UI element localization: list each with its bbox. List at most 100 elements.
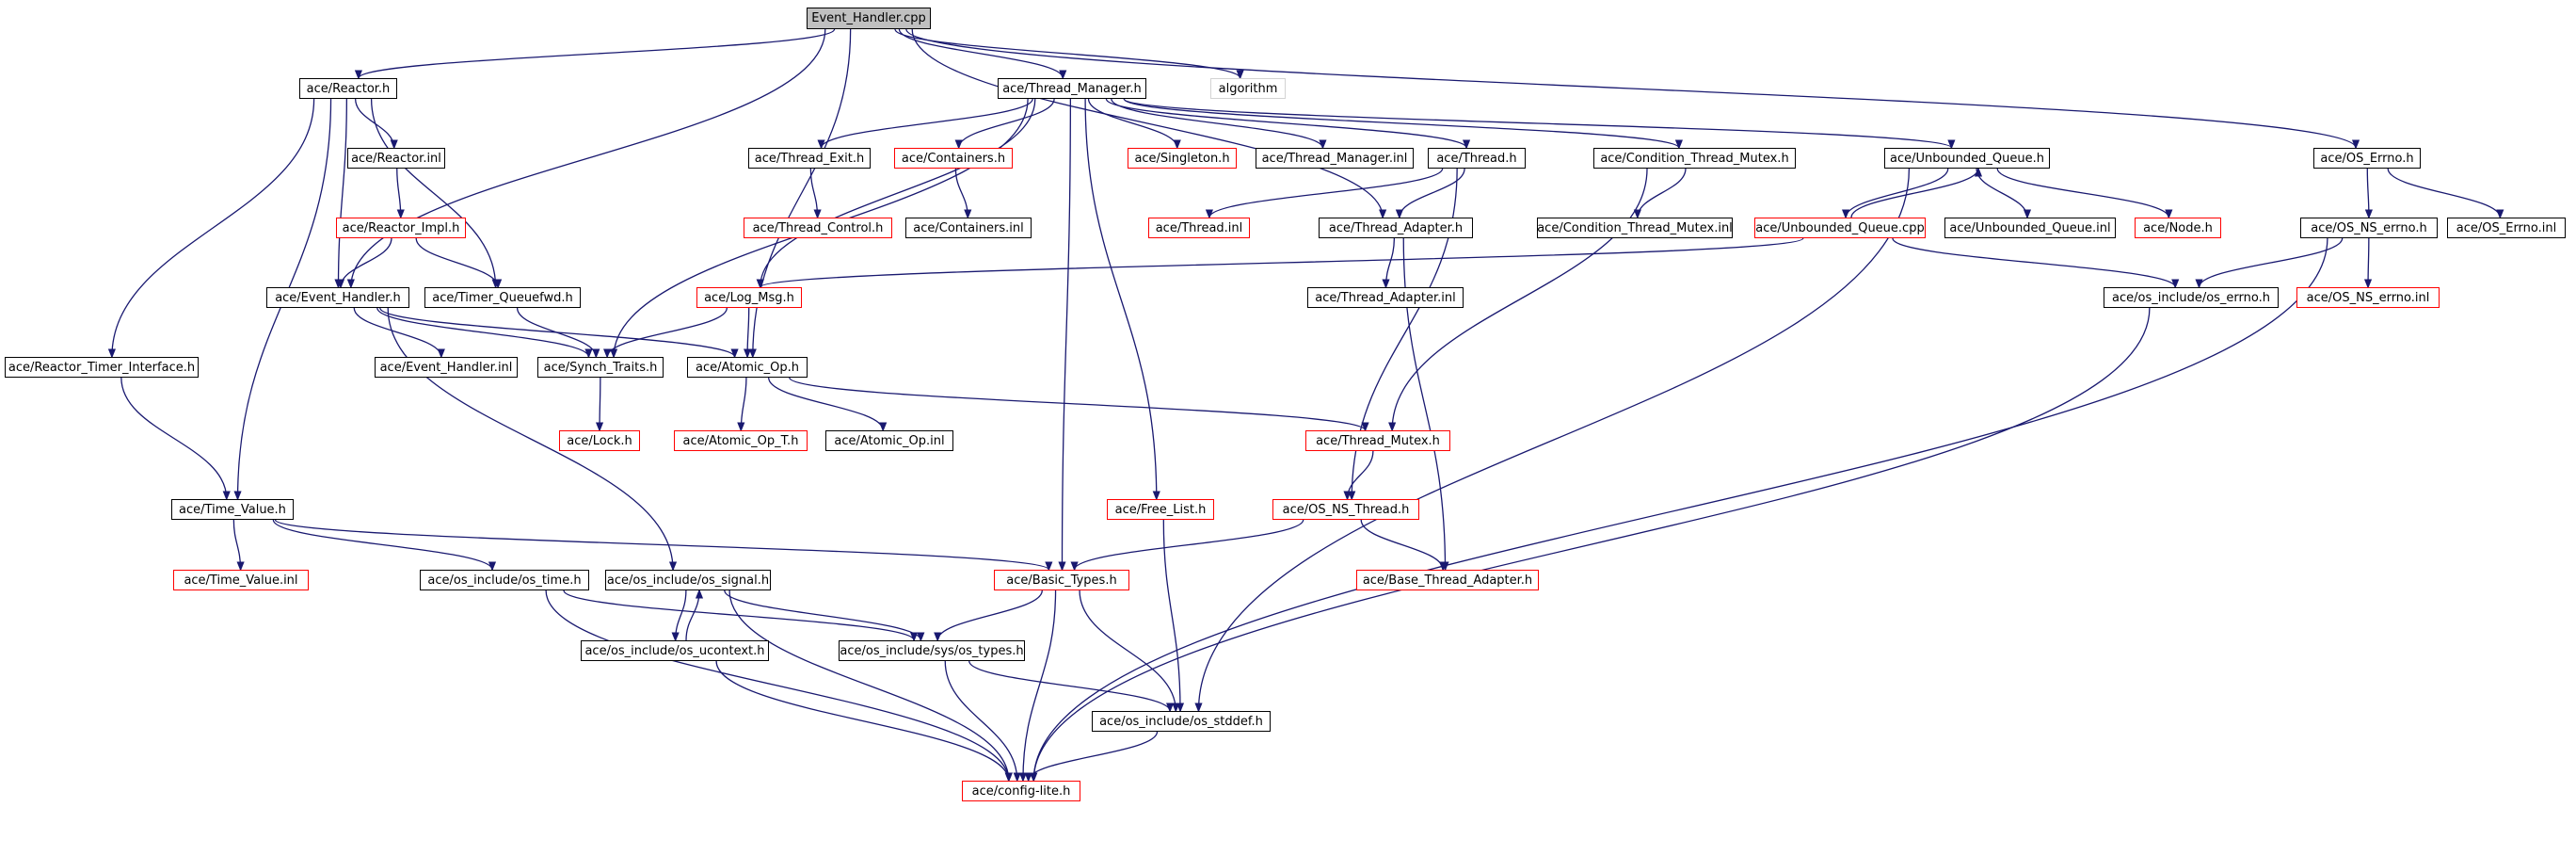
node-containers-inl[interactable]: ace/Containers.inl <box>905 218 1032 238</box>
edge-reactor-impl-h-to-event-handler-h <box>341 237 392 287</box>
node-thread-exit-h[interactable]: ace/Thread_Exit.h <box>748 148 871 169</box>
node-atomic-op-h[interactable]: ace/Atomic_Op.h <box>687 357 808 378</box>
edge-os-ns-errno-h-to-config-lite-h <box>1033 237 2328 781</box>
node-thread-manager-h[interactable]: ace/Thread_Manager.h <box>998 78 1146 99</box>
edge-os-include-os-stddef-h-to-config-lite-h <box>1029 731 1159 781</box>
edge-unbounded-queue-h-to-unbounded-queue-inl <box>1976 168 2027 218</box>
edge-unbounded-queue-h-to-node-h <box>1996 168 2168 218</box>
node-thread-inl[interactable]: ace/Thread.inl <box>1148 218 1250 238</box>
node-timer-queuefwd-h[interactable]: ace/Timer_Queuefwd.h <box>424 287 581 308</box>
node-thread-control-h[interactable]: ace/Thread_Control.h <box>744 218 892 238</box>
edge-event-handler-cpp-to-reactor-h <box>359 28 836 79</box>
node-condition-thread-mutex-h[interactable]: ace/Condition_Thread_Mutex.h <box>1593 148 1796 169</box>
node-time-value-inl[interactable]: ace/Time_Value.inl <box>173 570 309 590</box>
edge-atomic-op-h-to-atomic-op-inl <box>768 377 884 430</box>
node-event-handler-inl[interactable]: ace/Event_Handler.inl <box>375 357 518 378</box>
node-event-handler-h[interactable]: ace/Event_Handler.h <box>266 287 409 308</box>
node-os-include-os-time-h[interactable]: ace/os_include/os_time.h <box>420 570 589 590</box>
edge-reactor-h-to-reactor-timer-interface-h <box>112 98 315 357</box>
node-os-ns-errno-inl[interactable]: ace/OS_NS_errno.inl <box>2296 287 2440 308</box>
node-thread-h[interactable]: ace/Thread.h <box>1428 148 1526 169</box>
node-os-include-os-stddef-h[interactable]: ace/os_include/os_stddef.h <box>1092 711 1271 732</box>
edge-thread-manager-h-to-condition-thread-mutex-h <box>1123 98 1679 149</box>
edge-thread-manager-h-to-basic-types-h <box>1062 98 1071 570</box>
edge-basic-types-h-to-os-include-os-stddef-h <box>1079 590 1176 711</box>
node-unbounded-queue-inl[interactable]: ace/Unbounded_Queue.inl <box>1944 218 2116 238</box>
node-os-ns-errno-h[interactable]: ace/OS_NS_errno.h <box>2300 218 2438 238</box>
node-condition-thread-mutex-inl[interactable]: ace/Condition_Thread_Mutex.inl <box>1537 218 1733 238</box>
node-reactor-h[interactable]: ace/Reactor.h <box>299 78 397 99</box>
node-event-handler-cpp[interactable]: Event_Handler.cpp <box>807 8 931 29</box>
edge-thread-manager-h-to-singleton-h <box>1087 98 1177 148</box>
edge-thread-manager-h-to-thread-h <box>1105 98 1466 149</box>
node-reactor-impl-h[interactable]: ace/Reactor_Impl.h <box>336 218 466 238</box>
edge-os-include-os-signal-h-to-config-lite-h <box>728 590 1009 781</box>
edge-event-handler-h-to-os-include-os-signal-h <box>387 307 673 570</box>
edge-basic-types-h-to-os-include-sys-os-types-h <box>937 590 1043 640</box>
edge-thread-manager-h-to-unbounded-queue-h <box>1123 98 1951 148</box>
edge-reactor-h-to-event-handler-h <box>338 98 347 287</box>
edge-thread-exit-h-to-thread-control-h <box>809 168 817 218</box>
edge-atomic-op-h-to-atomic-op-t-h <box>741 377 747 430</box>
edge-thread-manager-h-to-thread-exit-h <box>822 98 1033 148</box>
node-os-errno-h[interactable]: ace/OS_Errno.h <box>2313 148 2421 169</box>
node-thread-adapter-h[interactable]: ace/Thread_Adapter.h <box>1319 218 1473 238</box>
edge-os-ns-thread-h-to-basic-types-h <box>1075 519 1304 570</box>
edge-time-value-h-to-basic-types-h <box>274 519 1049 570</box>
edge-reactor-impl-h-to-timer-queuefwd-h <box>415 237 498 287</box>
edge-thread-h-to-thread-inl <box>1209 168 1444 218</box>
edge-thread-manager-h-to-free-list-h <box>1084 98 1157 499</box>
edge-unbounded-queue-cpp-to-unbounded-queue-h <box>1850 169 1978 218</box>
edge-atomic-op-h-to-thread-mutex-h <box>789 377 1366 431</box>
edge-reactor-h-to-timer-queuefwd-h <box>370 98 496 287</box>
node-singleton-h[interactable]: ace/Singleton.h <box>1128 148 1237 169</box>
edge-free-list-h-to-os-include-os-stddef-h <box>1162 519 1180 711</box>
node-config-lite-h[interactable]: ace/config-lite.h <box>962 781 1080 801</box>
node-log-msg-h[interactable]: ace/Log_Msg.h <box>696 287 802 308</box>
edge-os-ns-thread-h-to-base-thread-adapter-h <box>1360 519 1443 570</box>
node-base-thread-adapter-h[interactable]: ace/Base_Thread_Adapter.h <box>1356 570 1539 590</box>
edge-event-handler-cpp-to-algorithm <box>894 28 1240 78</box>
node-unbounded-queue-h[interactable]: ace/Unbounded_Queue.h <box>1884 148 2050 169</box>
edge-event-handler-cpp-to-thread-manager-h <box>898 28 1063 78</box>
node-basic-types-h[interactable]: ace/Basic_Types.h <box>994 570 1129 590</box>
node-unbounded-queue-cpp[interactable]: ace/Unbounded_Queue.cpp <box>1754 218 1926 238</box>
node-os-errno-inl[interactable]: ace/OS_Errno.inl <box>2447 218 2566 238</box>
node-thread-manager-inl[interactable]: ace/Thread_Manager.inl <box>1256 148 1414 169</box>
node-thread-adapter-inl[interactable]: ace/Thread_Adapter.inl <box>1307 287 1464 308</box>
edge-event-handler-cpp-to-thread-adapter-h <box>911 28 1383 218</box>
node-atomic-op-t-h[interactable]: ace/Atomic_Op_T.h <box>674 430 808 451</box>
edge-reactor-timer-interface-h-to-time-value-h <box>120 377 227 499</box>
edge-os-include-sys-os-types-h-to-os-include-os-stddef-h <box>968 660 1170 711</box>
node-thread-mutex-h[interactable]: ace/Thread_Mutex.h <box>1305 430 1450 451</box>
node-free-list-h[interactable]: ace/Free_List.h <box>1107 499 1214 520</box>
edge-event-handler-h-to-synch-traits-h <box>376 307 589 357</box>
node-algorithm[interactable]: algorithm <box>1210 78 1286 99</box>
edge-unbounded-queue-cpp-to-log-msg-h <box>760 237 1804 287</box>
node-node-h[interactable]: ace/Node.h <box>2135 218 2221 238</box>
edge-unbounded-queue-h-to-unbounded-queue-cpp <box>1846 168 1949 218</box>
edge-os-ns-errno-h-to-os-ns-errno-inl <box>2368 237 2369 287</box>
node-reactor-timer-interface-h[interactable]: ace/Reactor_Timer_Interface.h <box>5 357 199 378</box>
node-synch-traits-h[interactable]: ace/Synch_Traits.h <box>537 357 664 378</box>
edge-os-include-os-errno-h-to-config-lite-h <box>1033 307 2151 781</box>
edge-os-errno-h-to-os-errno-inl <box>2387 168 2500 218</box>
edge-thread-h-to-thread-adapter-h <box>1400 168 1465 218</box>
node-os-include-os-signal-h[interactable]: ace/os_include/os_signal.h <box>605 570 771 590</box>
node-lock-h[interactable]: ace/Lock.h <box>559 430 640 451</box>
node-time-value-h[interactable]: ace/Time_Value.h <box>171 499 294 520</box>
node-os-include-os-ucontext-h[interactable]: ace/os_include/os_ucontext.h <box>581 640 769 661</box>
edge-log-msg-h-to-synch-traits-h <box>607 307 728 357</box>
node-atomic-op-inl[interactable]: ace/Atomic_Op.inl <box>825 430 953 451</box>
edge-os-errno-h-to-os-ns-errno-h <box>2367 168 2369 218</box>
node-os-include-sys-os-types-h[interactable]: ace/os_include/sys/os_types.h <box>839 640 1025 661</box>
edge-thread-manager-h-to-log-msg-h <box>760 98 1036 287</box>
node-containers-h[interactable]: ace/Containers.h <box>894 148 1013 169</box>
node-os-include-os-errno-h[interactable]: ace/os_include/os_errno.h <box>2104 287 2279 308</box>
edge-condition-thread-mutex-h-to-thread-mutex-h <box>1392 168 1648 430</box>
node-reactor-inl[interactable]: ace/Reactor.inl <box>347 148 445 169</box>
node-os-ns-thread-h[interactable]: ace/OS_NS_Thread.h <box>1272 499 1419 520</box>
edge-os-include-os-signal-h-to-os-include-os-ucontext-h <box>676 590 687 640</box>
